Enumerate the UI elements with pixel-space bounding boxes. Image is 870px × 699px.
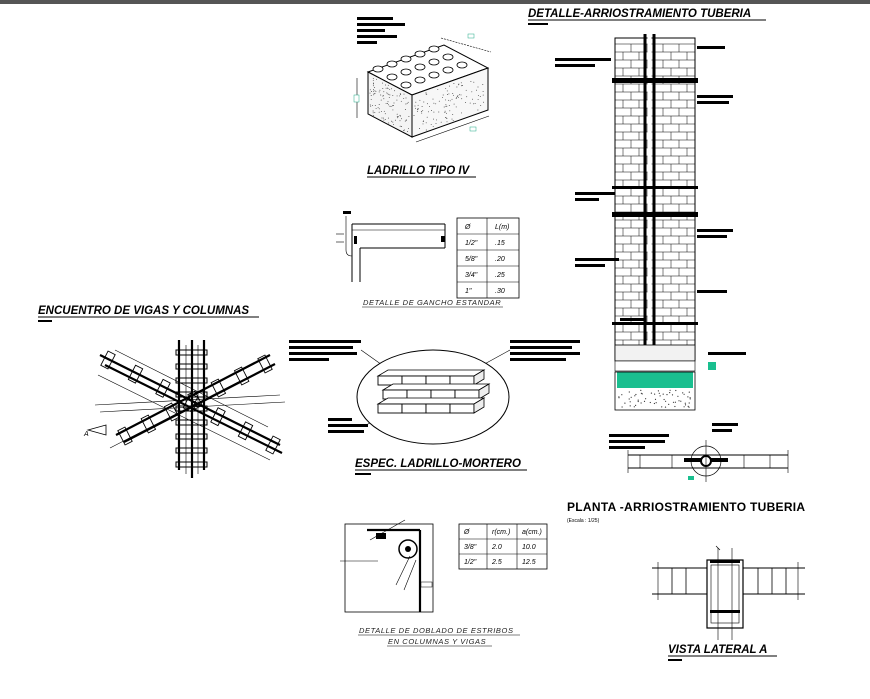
plan-scale: (Escala : 1/25) xyxy=(567,518,600,524)
hook-table-cell: .20 xyxy=(495,256,505,263)
brick-mortar-labels xyxy=(289,340,580,433)
beam-column-isometric xyxy=(94,340,286,478)
plan-bracing-drawing xyxy=(609,423,789,482)
beam-column-scale-tag xyxy=(38,320,52,322)
top-border xyxy=(0,0,870,4)
bracing-scale-tag xyxy=(528,23,548,25)
stirrup-caption-line2: EN COLUMNAS Y VIGAS xyxy=(388,637,486,646)
bracing-title: DETALLE-ARRIOSTRAMIENTO TUBERIA xyxy=(528,8,751,20)
hook-table-cell: 1/2" xyxy=(465,240,478,247)
brick-mortar-title: ESPEC. LADRILLO-MORTERO xyxy=(355,458,521,470)
hook-table-cell: 3/4" xyxy=(465,272,478,279)
hook-table-cell: 5/8" xyxy=(465,256,478,263)
brick-isometric xyxy=(353,33,492,143)
hook-table-cell: .30 xyxy=(495,288,505,295)
stirrup-table-header: Ø xyxy=(463,529,470,536)
view-marker-label: A xyxy=(83,431,89,438)
stirrup-table-header: r(cm.) xyxy=(492,529,510,536)
hook-table-cell: 1" xyxy=(465,288,472,295)
brick-title: LADRILLO TIPO IV xyxy=(367,165,471,177)
brick-note-labels xyxy=(357,17,405,44)
view-marker-a: A xyxy=(83,424,107,438)
hook-table-cell: .15 xyxy=(495,240,505,247)
plan-title: PLANTA -ARRIOSTRAMIENTO TUBERIA xyxy=(567,500,805,514)
stirrup-table-cell: 1/2" xyxy=(464,559,477,566)
hook-detail-drawing xyxy=(336,211,446,282)
side-view-scale-tag xyxy=(668,659,682,661)
brick-wall-elevation xyxy=(612,34,698,411)
brick-mortar-courses xyxy=(376,369,491,414)
hook-caption: DETALLE DE GANCHO ESTANDAR xyxy=(363,298,501,307)
hook-table-header: Ø xyxy=(464,224,471,231)
beam-column-title: ENCUENTRO DE VIGAS Y COLUMNAS xyxy=(38,305,249,317)
stirrup-table-header: a(cm.) xyxy=(522,529,542,536)
side-view-drawing xyxy=(652,545,805,640)
stirrup-table-cell: 2.0 xyxy=(491,544,502,551)
stirrup-table-cell: 12.5 xyxy=(522,559,536,566)
brick-mortar-scale-tag xyxy=(355,473,371,475)
hook-table-header: L(m) xyxy=(495,224,509,231)
side-view-title: VISTA LATERAL A xyxy=(668,644,767,656)
stirrup-bend-drawing xyxy=(340,519,434,613)
hook-table: Ø L(m) 1/2" .15 5/8" .20 3/4" .25 1" .30 xyxy=(456,217,520,299)
bracing-annotations xyxy=(555,46,746,370)
stirrup-table-cell: 10.0 xyxy=(522,544,536,551)
stirrup-table-cell: 2.5 xyxy=(491,559,502,566)
stirrup-caption-line1: DETALLE DE DOBLADO DE ESTRIBOS xyxy=(359,626,514,635)
stirrup-table-cell: 3/8" xyxy=(464,544,477,551)
hook-table-cell: .25 xyxy=(495,272,505,279)
